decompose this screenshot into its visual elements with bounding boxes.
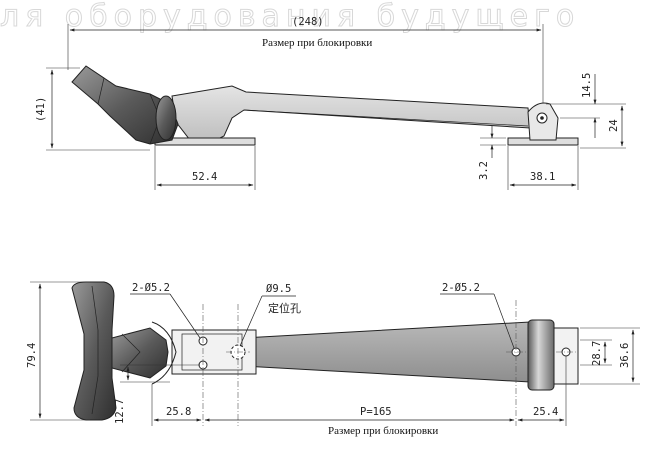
dim-pitch: P=165 xyxy=(360,406,392,418)
dim-offset-small: 12.7 xyxy=(114,399,126,424)
top-arm xyxy=(171,85,531,145)
watermark-text: ля оборудования будущего xyxy=(0,0,580,34)
label-hole-left: 2-Ø5.2 xyxy=(132,282,170,294)
dim-overall-length: (248) xyxy=(292,16,324,28)
dim-height-left: (41) xyxy=(35,97,47,122)
top-handle-grip xyxy=(71,65,179,145)
label-locating-hole: Ø9.5 xyxy=(266,283,291,295)
dim-bracket-total: 24 xyxy=(608,119,620,132)
top-view: (248) Размер при блокировки (41) 14.5 24 xyxy=(35,16,626,190)
dim-base-right: 38.1 xyxy=(530,171,555,183)
dim-width-outer: 36.6 xyxy=(619,343,631,368)
bottom-arm xyxy=(241,321,531,383)
bottom-view-caption: Размер при блокировки xyxy=(328,425,438,437)
dim-width-inner: 28.7 xyxy=(591,341,603,366)
dim-left-pitch: 25.8 xyxy=(166,406,191,418)
dim-plate-thickness: 3.2 xyxy=(478,161,490,180)
top-view-caption: Размер при блокировки xyxy=(262,37,372,49)
dim-bracket-height: 14.5 xyxy=(581,73,593,98)
label-locating-hole-cn: 定位孔 xyxy=(268,301,301,315)
label-hole-right: 2-Ø5.2 xyxy=(442,282,480,294)
bottom-pivot-cylinder xyxy=(527,319,555,391)
bottom-view: 2-Ø5.2 Ø9.5 定位孔 2-Ø5.2 79.4 28.7 36.6 12… xyxy=(26,281,640,437)
dim-right-pitch: 25.4 xyxy=(533,406,558,418)
dim-base-left: 52.4 xyxy=(192,171,217,183)
bottom-handle-neck xyxy=(111,327,169,379)
dim-handle-width: 79.4 xyxy=(26,343,38,368)
